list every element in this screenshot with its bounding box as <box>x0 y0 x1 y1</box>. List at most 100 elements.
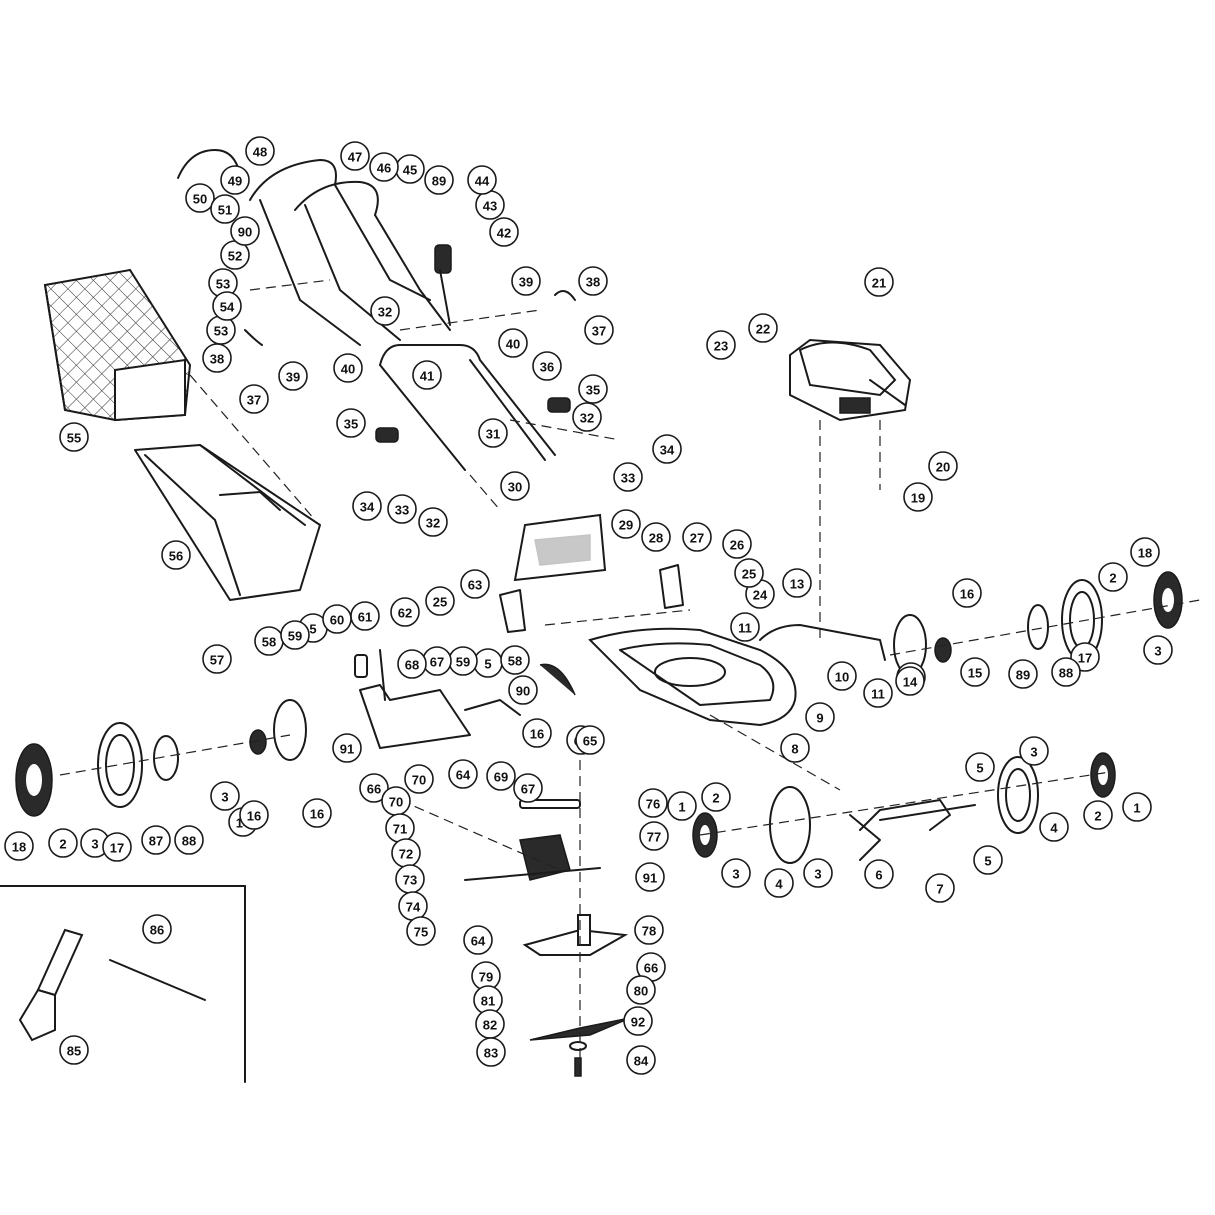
callout-circle <box>706 330 736 360</box>
callout-circle <box>513 773 543 803</box>
callout-circle <box>611 509 641 539</box>
part-callout-92: 92 <box>623 1006 653 1036</box>
callout-circle <box>486 761 516 791</box>
callout-circle <box>827 661 857 691</box>
part-callout-47: 47 <box>340 141 370 171</box>
callout-number: 78 <box>642 924 656 939</box>
callout-circle <box>220 165 250 195</box>
callout-number: 76 <box>646 797 660 812</box>
callout-number: 74 <box>406 900 421 915</box>
callout-number: 33 <box>395 503 409 518</box>
part-callout-32: 32 <box>370 296 400 326</box>
callout-circle <box>634 915 664 945</box>
part-callout-42: 42 <box>489 217 519 247</box>
part-callout-18: 18 <box>1130 537 1160 567</box>
callout-circle <box>578 374 608 404</box>
part-callout-74: 74 <box>398 891 428 921</box>
right-wheel-group <box>893 571 1183 676</box>
callout-number: 6 <box>875 868 882 883</box>
part-callout-11: 11 <box>863 678 893 708</box>
callout-number: 64 <box>471 934 486 949</box>
callout-circle <box>350 601 380 631</box>
callout-number: 3 <box>91 837 98 852</box>
callout-circle <box>59 1035 89 1065</box>
catcher-frame <box>134 444 321 601</box>
part-callout-22: 22 <box>748 313 778 343</box>
callout-number: 90 <box>516 684 530 699</box>
part-callout-90: 90 <box>230 216 260 246</box>
part-callout-16: 16 <box>522 718 552 748</box>
callout-circle <box>370 296 400 326</box>
callout-number: 66 <box>644 961 658 976</box>
callout-number: 91 <box>340 742 354 757</box>
callout-number: 67 <box>521 782 535 797</box>
part-callout-16: 16 <box>952 578 982 608</box>
part-callout-11: 11 <box>730 612 760 642</box>
callout-circle <box>141 825 171 855</box>
part-callout-3: 3 <box>210 781 240 811</box>
callout-circle <box>667 791 697 821</box>
callout-circle <box>780 733 810 763</box>
mower-deck <box>588 627 797 727</box>
part-callout-30: 30 <box>500 471 530 501</box>
callout-circle <box>390 597 420 627</box>
callout-circle <box>1019 736 1049 766</box>
callout-circle <box>280 620 310 650</box>
callout-circle <box>212 291 242 321</box>
part-callout-1: 1 <box>667 791 697 821</box>
part-callout-41: 41 <box>412 360 442 390</box>
callout-circle <box>397 649 427 679</box>
part-callout-78: 78 <box>634 915 664 945</box>
part-callout-68: 68 <box>397 649 427 679</box>
part-callout-37: 37 <box>584 315 614 345</box>
part-callout-28: 28 <box>641 522 671 552</box>
callout-circle <box>448 759 478 789</box>
left-wheel-group <box>15 699 307 817</box>
callout-number: 1 <box>1133 801 1140 816</box>
part-callout-58: 58 <box>254 626 284 656</box>
callout-circle <box>782 568 812 598</box>
part-callout-55: 55 <box>59 422 89 452</box>
callout-circle <box>425 586 455 616</box>
callout-number: 53 <box>216 277 230 292</box>
callout-circle <box>185 183 215 213</box>
callout-number: 46 <box>377 161 391 176</box>
callout-number: 58 <box>262 635 276 650</box>
part-callout-52: 52 <box>220 240 250 270</box>
callout-number: 51 <box>218 203 232 218</box>
blade-adapter <box>522 914 629 956</box>
part-callout-80: 80 <box>626 975 656 1005</box>
part-callout-85: 85 <box>59 1035 89 1065</box>
callout-number: 40 <box>506 337 520 352</box>
part-callout-29: 29 <box>611 509 641 539</box>
callout-circle <box>59 422 89 452</box>
part-callout-59: 59 <box>448 646 478 676</box>
callout-number: 82 <box>483 1018 497 1033</box>
part-callout-44: 44 <box>467 165 497 195</box>
part-callouts: 1122223333334455556789101111121314141516… <box>4 136 1173 1075</box>
part-callout-70: 70 <box>404 764 434 794</box>
callout-circle <box>332 733 362 763</box>
part-callout-53: 53 <box>208 268 238 298</box>
callout-circle <box>532 351 562 381</box>
callout-circle <box>641 522 671 552</box>
callout-circle <box>174 825 204 855</box>
callout-circle <box>864 267 894 297</box>
callout-number: 25 <box>433 595 447 610</box>
callout-number: 81 <box>481 994 495 1009</box>
callout-circle <box>302 798 332 828</box>
callout-number: 85 <box>67 1044 81 1059</box>
callout-circle <box>903 482 933 512</box>
callout-number: 66 <box>367 782 381 797</box>
callout-circle <box>142 914 172 944</box>
callout-number: 33 <box>621 471 635 486</box>
callout-circle <box>682 522 712 552</box>
callout-number: 45 <box>403 163 417 178</box>
part-callout-75: 75 <box>406 916 436 946</box>
callout-circle <box>635 862 665 892</box>
callout-number: 3 <box>1030 745 1037 760</box>
callout-number: 9 <box>816 711 823 726</box>
callout-circle <box>1051 657 1081 687</box>
part-callout-35: 35 <box>578 374 608 404</box>
callout-number: 53 <box>214 324 228 339</box>
